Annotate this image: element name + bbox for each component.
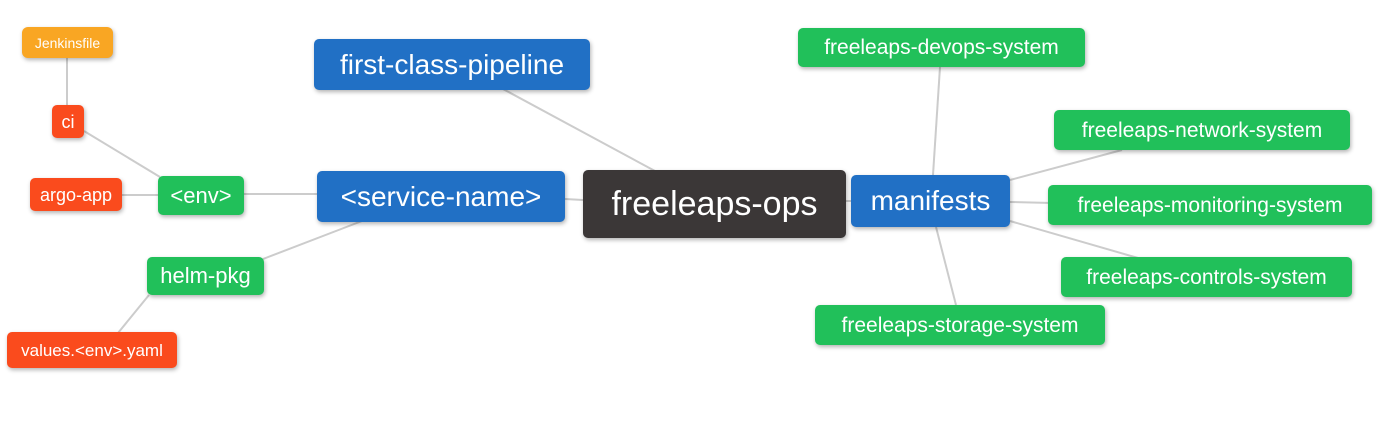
node-first-class-pipeline[interactable]: first-class-pipeline <box>314 39 590 90</box>
edge-manifests-controls <box>1009 220 1139 259</box>
node-helm-pkg[interactable]: helm-pkg <box>147 257 264 295</box>
node-freeleaps-ops-root[interactable]: freeleaps-ops <box>583 170 846 238</box>
node-jenkinsfile[interactable]: Jenkinsfile <box>22 27 113 58</box>
edge-manifests-monitoring <box>1009 201 1053 204</box>
node-service-name[interactable]: <service-name> <box>317 171 565 222</box>
edge-helmpkg-servicename <box>262 220 363 260</box>
edge-manifests-devops <box>932 66 941 176</box>
node-freeleaps-controls-system[interactable]: freeleaps-controls-system <box>1061 257 1352 297</box>
node-ci[interactable]: ci <box>52 105 84 138</box>
edge-manifests-storage <box>935 226 957 306</box>
node-argo-app[interactable]: argo-app <box>30 178 122 211</box>
node-freeleaps-storage-system[interactable]: freeleaps-storage-system <box>815 305 1105 345</box>
node-freeleaps-network-system[interactable]: freeleaps-network-system <box>1054 110 1350 150</box>
edge-servicename-ops <box>564 198 584 201</box>
edge-values-helmpkg <box>117 294 150 334</box>
node-env[interactable]: <env> <box>158 176 244 215</box>
node-freeleaps-devops-system[interactable]: freeleaps-devops-system <box>798 28 1085 67</box>
edge-ci-env <box>83 130 161 178</box>
edge-pipeline-ops <box>502 88 656 172</box>
node-manifests[interactable]: manifests <box>851 175 1010 227</box>
edge-manifests-network <box>1009 149 1123 181</box>
node-freeleaps-monitoring-system[interactable]: freeleaps-monitoring-system <box>1048 185 1372 225</box>
node-values-env-yaml[interactable]: values.<env>.yaml <box>7 332 177 368</box>
